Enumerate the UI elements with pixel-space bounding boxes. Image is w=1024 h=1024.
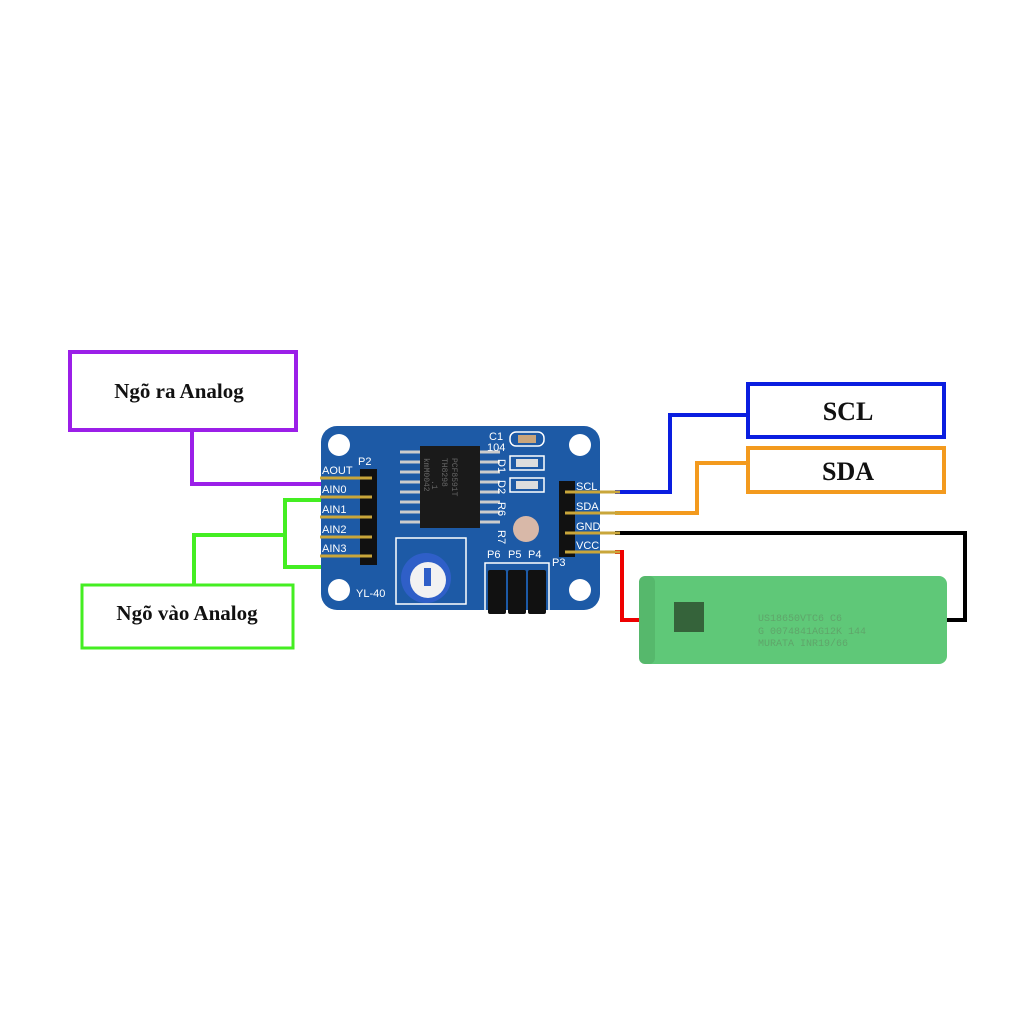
pcf8591-chip: PCF8591T TH8298 .1 kmM0042 [400, 446, 500, 528]
svg-text:PCF8591T: PCF8591T [449, 458, 458, 497]
mounting-holes [328, 434, 591, 601]
jumper-caps[interactable] [488, 570, 546, 614]
sda-label-box: SDA [746, 446, 946, 494]
svg-text:kmM0042: kmM0042 [421, 458, 430, 492]
svg-text:P5: P5 [508, 549, 521, 561]
svg-text:R7: R7 [495, 530, 507, 544]
wire-analog-out [190, 430, 330, 486]
analog-in-label: Ngõ vào Analog [116, 601, 258, 625]
svg-text:SCL: SCL [576, 481, 597, 493]
svg-text:YL-40: YL-40 [356, 588, 385, 600]
photoresistor [513, 516, 539, 542]
wire-vcc [615, 550, 642, 622]
svg-text:AIN1: AIN1 [322, 504, 346, 516]
svg-text:VCC: VCC [576, 540, 599, 552]
svg-text:R6: R6 [495, 502, 507, 516]
svg-text:P3: P3 [552, 557, 565, 569]
battery-18650: US18650VTC6 C6 G 0074841AG12K 144 MURATA… [639, 576, 947, 664]
svg-text:SDA: SDA [576, 501, 599, 513]
svg-text:AIN3: AIN3 [322, 543, 346, 555]
svg-text:D2: D2 [495, 480, 507, 494]
yl40-board: PCF8591T TH8298 .1 kmM0042 C1 104 D1 D2 … [320, 426, 620, 614]
svg-text:P2: P2 [358, 456, 371, 468]
svg-text:AOUT: AOUT [322, 465, 353, 477]
analog-out-label: Ngõ ra Analog [114, 379, 244, 403]
svg-text:P6: P6 [487, 549, 500, 561]
svg-text:104: 104 [487, 442, 505, 454]
svg-text:C1: C1 [489, 431, 503, 443]
analog-out-label-box: Ngõ ra Analog [68, 350, 298, 432]
wire-gnd [615, 531, 967, 622]
wire-sda [615, 461, 748, 515]
wire-analog-in [192, 498, 330, 584]
scl-label: SCL [823, 397, 874, 426]
svg-text:MURATA INR19/66: MURATA INR19/66 [758, 638, 848, 650]
sda-label: SDA [822, 457, 874, 486]
svg-text:GND: GND [576, 521, 601, 533]
datamatrix-code [674, 602, 704, 632]
svg-text:D1: D1 [495, 459, 507, 473]
svg-text:TH8298: TH8298 [439, 458, 448, 487]
svg-text:US18650VTC6 C6: US18650VTC6 C6 [758, 614, 842, 625]
svg-text:P4: P4 [528, 549, 541, 561]
svg-text:G 0074841AG12K 144: G 0074841AG12K 144 [758, 627, 866, 638]
scl-label-box: SCL [746, 382, 946, 439]
analog-in-label-box: Ngõ vào Analog [80, 583, 295, 650]
svg-text:AIN0: AIN0 [322, 484, 346, 496]
svg-text:.1: .1 [429, 480, 438, 490]
svg-text:AIN2: AIN2 [322, 524, 346, 536]
wire-scl [615, 413, 748, 494]
